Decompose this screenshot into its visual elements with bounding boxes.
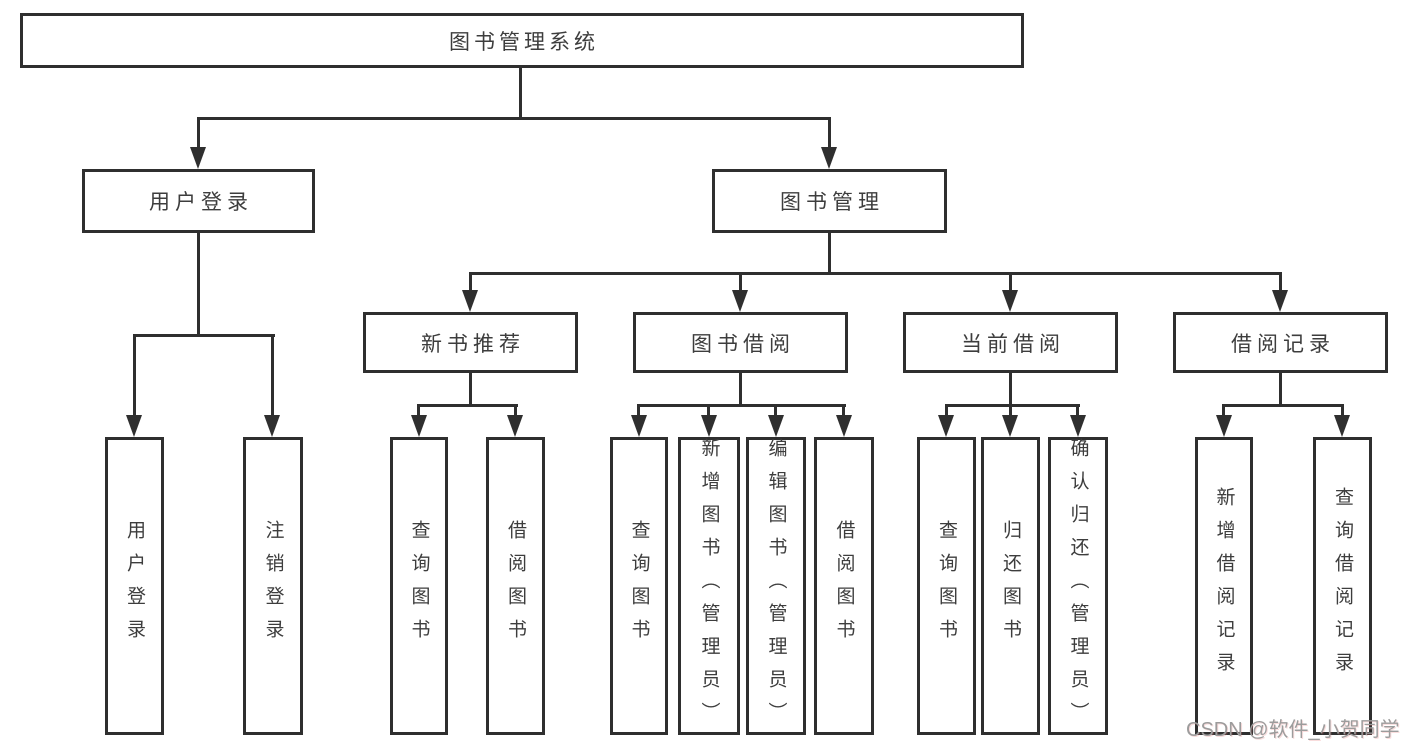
- leaf-borrow-edit: 编辑图书（管理员）: [746, 437, 806, 735]
- arrowhead-newbook: [462, 290, 478, 312]
- connector-root-trunk: [519, 68, 522, 119]
- arrowhead-cbreturn: [1002, 415, 1018, 437]
- arrowhead-bookmgmt: [821, 147, 837, 169]
- node-root: 图书管理系统: [20, 13, 1024, 68]
- connector-bbadd-shaft: [707, 404, 710, 417]
- leaf-record-add: 新增借阅记录: [1195, 437, 1253, 735]
- csdn-watermark: CSDN @软件_小贺同学: [1186, 719, 1400, 741]
- connector-bbquery-shaft: [637, 404, 640, 417]
- connector-cbquery-shaft: [945, 404, 948, 417]
- leaf-borrow-query: 查询图书: [610, 437, 668, 735]
- connector-nbborrow-shaft: [514, 404, 517, 417]
- node-book-borrow-label: 图书借阅: [691, 332, 795, 356]
- arrowhead-cbquery: [938, 415, 954, 437]
- node-book-borrow: 图书借阅: [633, 312, 848, 373]
- connector-borrowrecord-trunk: [1279, 373, 1282, 407]
- node-current-borrow-label: 当前借阅: [961, 332, 1065, 356]
- node-current-borrow: 当前借阅: [903, 312, 1118, 373]
- connector-userlogin-trunk: [197, 233, 200, 337]
- leaf-newbook-borrow: 借阅图书: [486, 437, 545, 735]
- leaf-current-return: 归还图书: [981, 437, 1040, 735]
- leaf-borrow-add: 新增图书（管理员）: [678, 437, 740, 735]
- leaf-logout: 注销登录: [243, 437, 303, 735]
- arrowhead-bbborrow: [836, 415, 852, 437]
- connector-bradd-shaft: [1222, 404, 1225, 417]
- leaf-borrow-borrow-label: 借阅图书: [833, 520, 855, 652]
- node-root-label: 图书管理系统: [449, 30, 599, 54]
- connector-bbborrow-shaft: [842, 404, 845, 417]
- connector-bookmgmt-trunk: [828, 233, 831, 275]
- arrowhead-nbborrow: [507, 415, 523, 437]
- arrowhead-borrowrecord: [1272, 290, 1288, 312]
- arrowhead-nbquery: [411, 415, 427, 437]
- leaf-current-query-label: 查询图书: [936, 520, 957, 652]
- connector-userlogin-bar: [133, 334, 275, 337]
- leaf-logout-label: 注销登录: [262, 520, 284, 652]
- leaf-borrow-borrow: 借阅图书: [814, 437, 874, 735]
- leaf-current-return-label: 归还图书: [1000, 520, 1021, 652]
- leaf-record-query: 查询借阅记录: [1313, 437, 1372, 735]
- connector-borrowrecord-shaft: [1279, 272, 1282, 292]
- leaf-current-confirm-label: 确认归还（管理员）: [1067, 437, 1089, 735]
- leaf-record-query-label: 查询借阅记录: [1332, 487, 1353, 685]
- leaf-borrow-query-label: 查询图书: [628, 520, 650, 652]
- leaf-newbook-query: 查询图书: [390, 437, 448, 735]
- leaf-record-add-label: 新增借阅记录: [1213, 487, 1235, 685]
- node-borrow-record-label: 借阅记录: [1231, 332, 1335, 356]
- arrowhead-userlogin: [190, 147, 206, 169]
- connector-bookborrow-trunk: [739, 373, 742, 407]
- leaf-borrow-edit-label: 编辑图书（管理员）: [765, 437, 787, 735]
- node-borrow-record: 借阅记录: [1173, 312, 1388, 373]
- arrowhead-bbedit: [768, 415, 784, 437]
- connector-bbedit-shaft: [774, 404, 777, 417]
- node-book-mgmt-label: 图书管理: [780, 191, 884, 214]
- connector-brquery-shaft: [1341, 404, 1344, 417]
- node-user-login-label: 用户登录: [149, 191, 253, 214]
- connector-newbook-shaft: [469, 272, 472, 292]
- node-user-login: 用户登录: [82, 169, 315, 233]
- connector-currentborrow-shaft: [1009, 272, 1012, 292]
- leaf-user-login-label: 用户登录: [124, 520, 145, 652]
- arrowhead-bbadd: [701, 415, 717, 437]
- arrowhead-bradd: [1216, 415, 1232, 437]
- leaf-user-login: 用户登录: [105, 437, 164, 735]
- connector-cbreturn-shaft: [1009, 404, 1012, 417]
- leaf-newbook-query-label: 查询图书: [408, 520, 430, 652]
- connector-userlogin-shaft: [197, 117, 200, 149]
- connector-currentborrow-bar: [945, 404, 1080, 407]
- arrowhead-currentborrow: [1002, 290, 1018, 312]
- connector-cbconfirm-shaft: [1076, 404, 1079, 417]
- connector-bookborrow-shaft: [739, 272, 742, 292]
- leaf-current-confirm: 确认归还（管理员）: [1048, 437, 1108, 735]
- leaf-borrow-add-label: 新增图书（管理员）: [698, 437, 720, 735]
- connector-newbook-bar: [417, 404, 518, 407]
- connector-bookmgmt-shaft: [828, 117, 831, 149]
- arrowhead-logout: [264, 415, 280, 437]
- node-new-book-label: 新书推荐: [421, 332, 525, 356]
- arrowhead-login: [126, 415, 142, 437]
- arrowhead-bookborrow: [732, 290, 748, 312]
- arrowhead-brquery: [1334, 415, 1350, 437]
- leaf-newbook-borrow-label: 借阅图书: [505, 520, 526, 652]
- connector-borrowrecord-bar: [1222, 404, 1344, 407]
- connector-newbook-trunk: [469, 373, 472, 407]
- connector-root-bar: [197, 117, 831, 120]
- node-book-mgmt: 图书管理: [712, 169, 947, 233]
- connector-nbquery-shaft: [417, 404, 420, 417]
- node-new-book: 新书推荐: [363, 312, 578, 373]
- connector-logout-shaft: [271, 334, 274, 417]
- connector-bookborrow-bar: [637, 404, 846, 407]
- arrowhead-cbconfirm: [1070, 415, 1086, 437]
- leaf-current-query: 查询图书: [917, 437, 976, 735]
- connector-login-shaft: [133, 334, 136, 417]
- connector-bookmgmt-bar: [469, 272, 1282, 275]
- arrowhead-bbquery: [631, 415, 647, 437]
- connector-currentborrow-trunk: [1009, 373, 1012, 407]
